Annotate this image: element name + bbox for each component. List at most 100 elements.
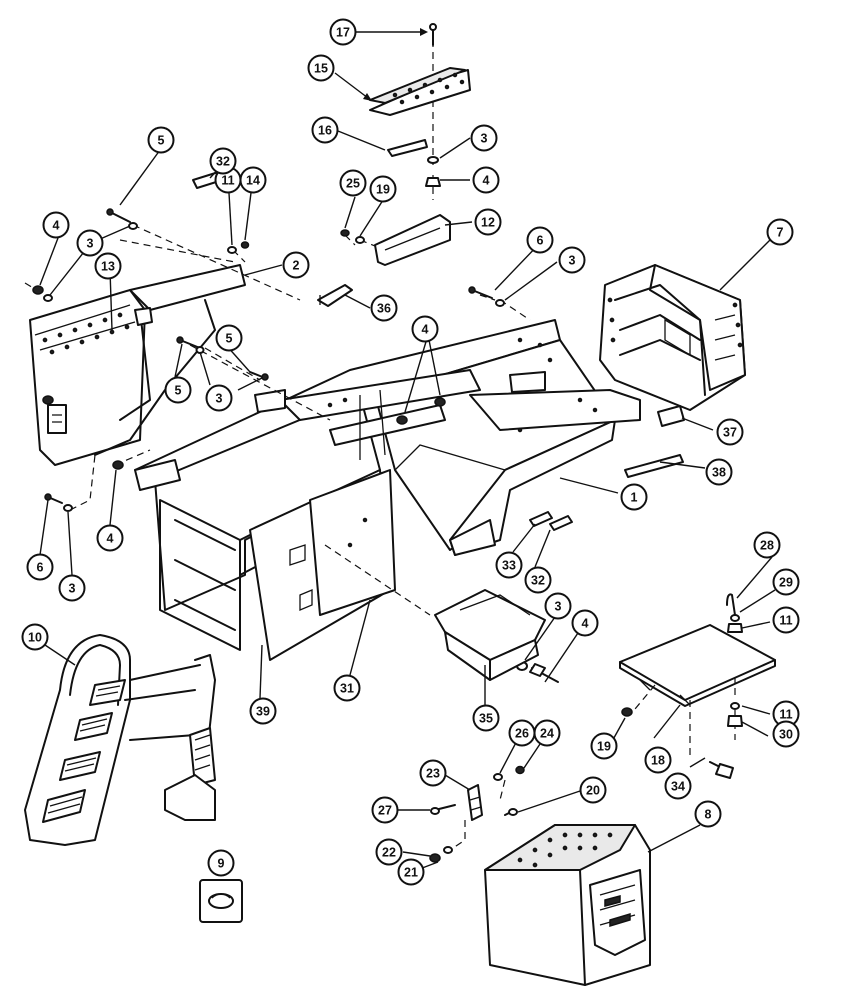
callout-circle <box>579 776 607 804</box>
callout-label: 34 <box>671 780 685 794</box>
callout-c16: 16 <box>311 116 339 144</box>
callout-c14: 14 <box>239 166 267 194</box>
callout-c34: 34 <box>664 772 692 800</box>
callout-label: 4 <box>53 219 60 233</box>
callout-c19a: 19 <box>369 175 397 203</box>
callout-c3c: 3 <box>205 384 233 412</box>
callout-label: 7 <box>777 226 784 240</box>
callout-circle <box>307 54 335 82</box>
callout-c35: 35 <box>472 704 500 732</box>
callout-circle <box>58 574 86 602</box>
callout-label: 28 <box>760 539 774 553</box>
callout-c4a: 4 <box>42 211 70 239</box>
callout-label: 4 <box>582 617 589 631</box>
callout-c4d: 4 <box>96 524 124 552</box>
callout-circle <box>544 592 572 620</box>
callout-label: 9 <box>218 857 225 871</box>
main-frame <box>134 319 641 661</box>
callout-c20: 20 <box>579 776 607 804</box>
callout-label: 3 <box>481 132 488 146</box>
callout-label: 20 <box>586 784 600 798</box>
access-ladder <box>24 634 216 846</box>
callout-label: 3 <box>87 237 94 251</box>
callout-c13: 13 <box>94 252 122 280</box>
callout-c32b: 32 <box>524 566 552 594</box>
callout-label: 16 <box>318 124 332 138</box>
callout-circle <box>753 531 781 559</box>
callout-c5c: 5 <box>164 376 192 404</box>
callout-circle <box>590 732 618 760</box>
callout-c33: 33 <box>495 551 523 579</box>
callout-label: 3 <box>69 582 76 596</box>
callout-circle <box>508 719 536 747</box>
callout-label: 1 <box>631 491 638 505</box>
callout-circle <box>76 229 104 257</box>
callout-circle <box>94 252 122 280</box>
callout-c11c: 11 <box>772 700 800 728</box>
callout-label: 6 <box>37 561 44 575</box>
assembly-lines <box>24 40 736 851</box>
callout-c12: 12 <box>474 208 502 236</box>
callout-label: 5 <box>226 332 233 346</box>
callout-circle <box>524 566 552 594</box>
callout-label: 30 <box>779 728 793 742</box>
callout-circle <box>705 458 733 486</box>
callout-c3d: 3 <box>558 246 586 274</box>
bracket-12 <box>317 214 451 307</box>
callout-label: 19 <box>597 740 611 754</box>
hardware <box>32 208 559 683</box>
callout-circle <box>215 324 243 352</box>
callout-c31: 31 <box>333 674 361 702</box>
callout-c7: 7 <box>766 218 794 246</box>
callout-c19b: 19 <box>590 732 618 760</box>
decal-9 <box>199 879 243 923</box>
callout-c24: 24 <box>533 719 561 747</box>
callout-circle <box>772 720 800 748</box>
callout-c30: 30 <box>772 720 800 748</box>
callout-circle <box>474 208 502 236</box>
callout-circle <box>339 169 367 197</box>
callout-label: 3 <box>216 392 223 406</box>
callout-circle <box>282 251 310 279</box>
callout-c15: 15 <box>307 54 335 82</box>
callout-label: 15 <box>314 62 328 76</box>
callout-c38: 38 <box>705 458 733 486</box>
callout-label: 19 <box>376 183 390 197</box>
callout-circle <box>371 796 399 824</box>
callout-label: 36 <box>377 302 391 316</box>
callout-circle <box>470 124 498 152</box>
callout-label: 5 <box>175 384 182 398</box>
callout-circle <box>147 126 175 154</box>
callout-c21: 21 <box>397 858 425 886</box>
leader-lines <box>39 28 776 871</box>
callout-circle <box>620 483 648 511</box>
callout-label: 4 <box>483 174 490 188</box>
callout-label: 24 <box>540 727 554 741</box>
callout-label: 17 <box>336 26 350 40</box>
callout-label: 31 <box>340 682 354 696</box>
callout-circle <box>42 211 70 239</box>
callout-circle <box>411 315 439 343</box>
callout-c22: 22 <box>375 838 403 866</box>
callout-circle <box>369 175 397 203</box>
callout-c6b: 6 <box>26 553 54 581</box>
callout-label: 32 <box>531 574 545 588</box>
callout-c26: 26 <box>508 719 536 747</box>
shims <box>192 169 685 531</box>
callout-c2: 2 <box>282 251 310 279</box>
callout-circle <box>249 697 277 725</box>
callout-circle <box>207 849 235 877</box>
callout-label: 11 <box>779 614 792 628</box>
callout-label: 27 <box>378 804 392 818</box>
callout-c27: 27 <box>371 796 399 824</box>
callout-circle <box>333 674 361 702</box>
callout-circle <box>96 524 124 552</box>
callout-circle <box>772 606 800 634</box>
callout-circle <box>164 376 192 404</box>
callout-c3a: 3 <box>76 229 104 257</box>
callout-circle <box>694 800 722 828</box>
callout-circle <box>772 568 800 596</box>
tool-tray <box>434 589 546 681</box>
step-box <box>484 824 651 986</box>
